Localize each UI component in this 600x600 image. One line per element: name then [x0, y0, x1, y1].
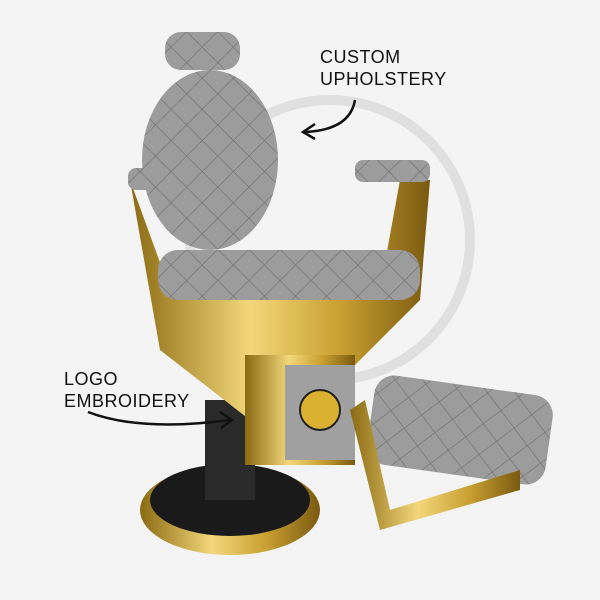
- arrow-logo: [87, 410, 231, 426]
- armrest-right: [355, 160, 430, 182]
- backrest: [142, 70, 278, 250]
- headrest: [165, 32, 240, 70]
- armrest-left: [128, 168, 178, 190]
- seat: [158, 250, 420, 300]
- embroidered-logo: [299, 389, 341, 431]
- arrow-upholstery: [304, 99, 357, 134]
- custom-upholstery-label: CUSTOM UPHOLSTERY: [320, 46, 447, 90]
- label-line: UPHOLSTERY: [320, 69, 447, 89]
- label-line: EMBROIDERY: [64, 391, 190, 411]
- label-line: LOGO: [64, 369, 119, 389]
- label-line: CUSTOM: [320, 47, 401, 67]
- footrest: [367, 375, 553, 485]
- logo-embroidery-label: LOGO EMBROIDERY: [64, 368, 190, 412]
